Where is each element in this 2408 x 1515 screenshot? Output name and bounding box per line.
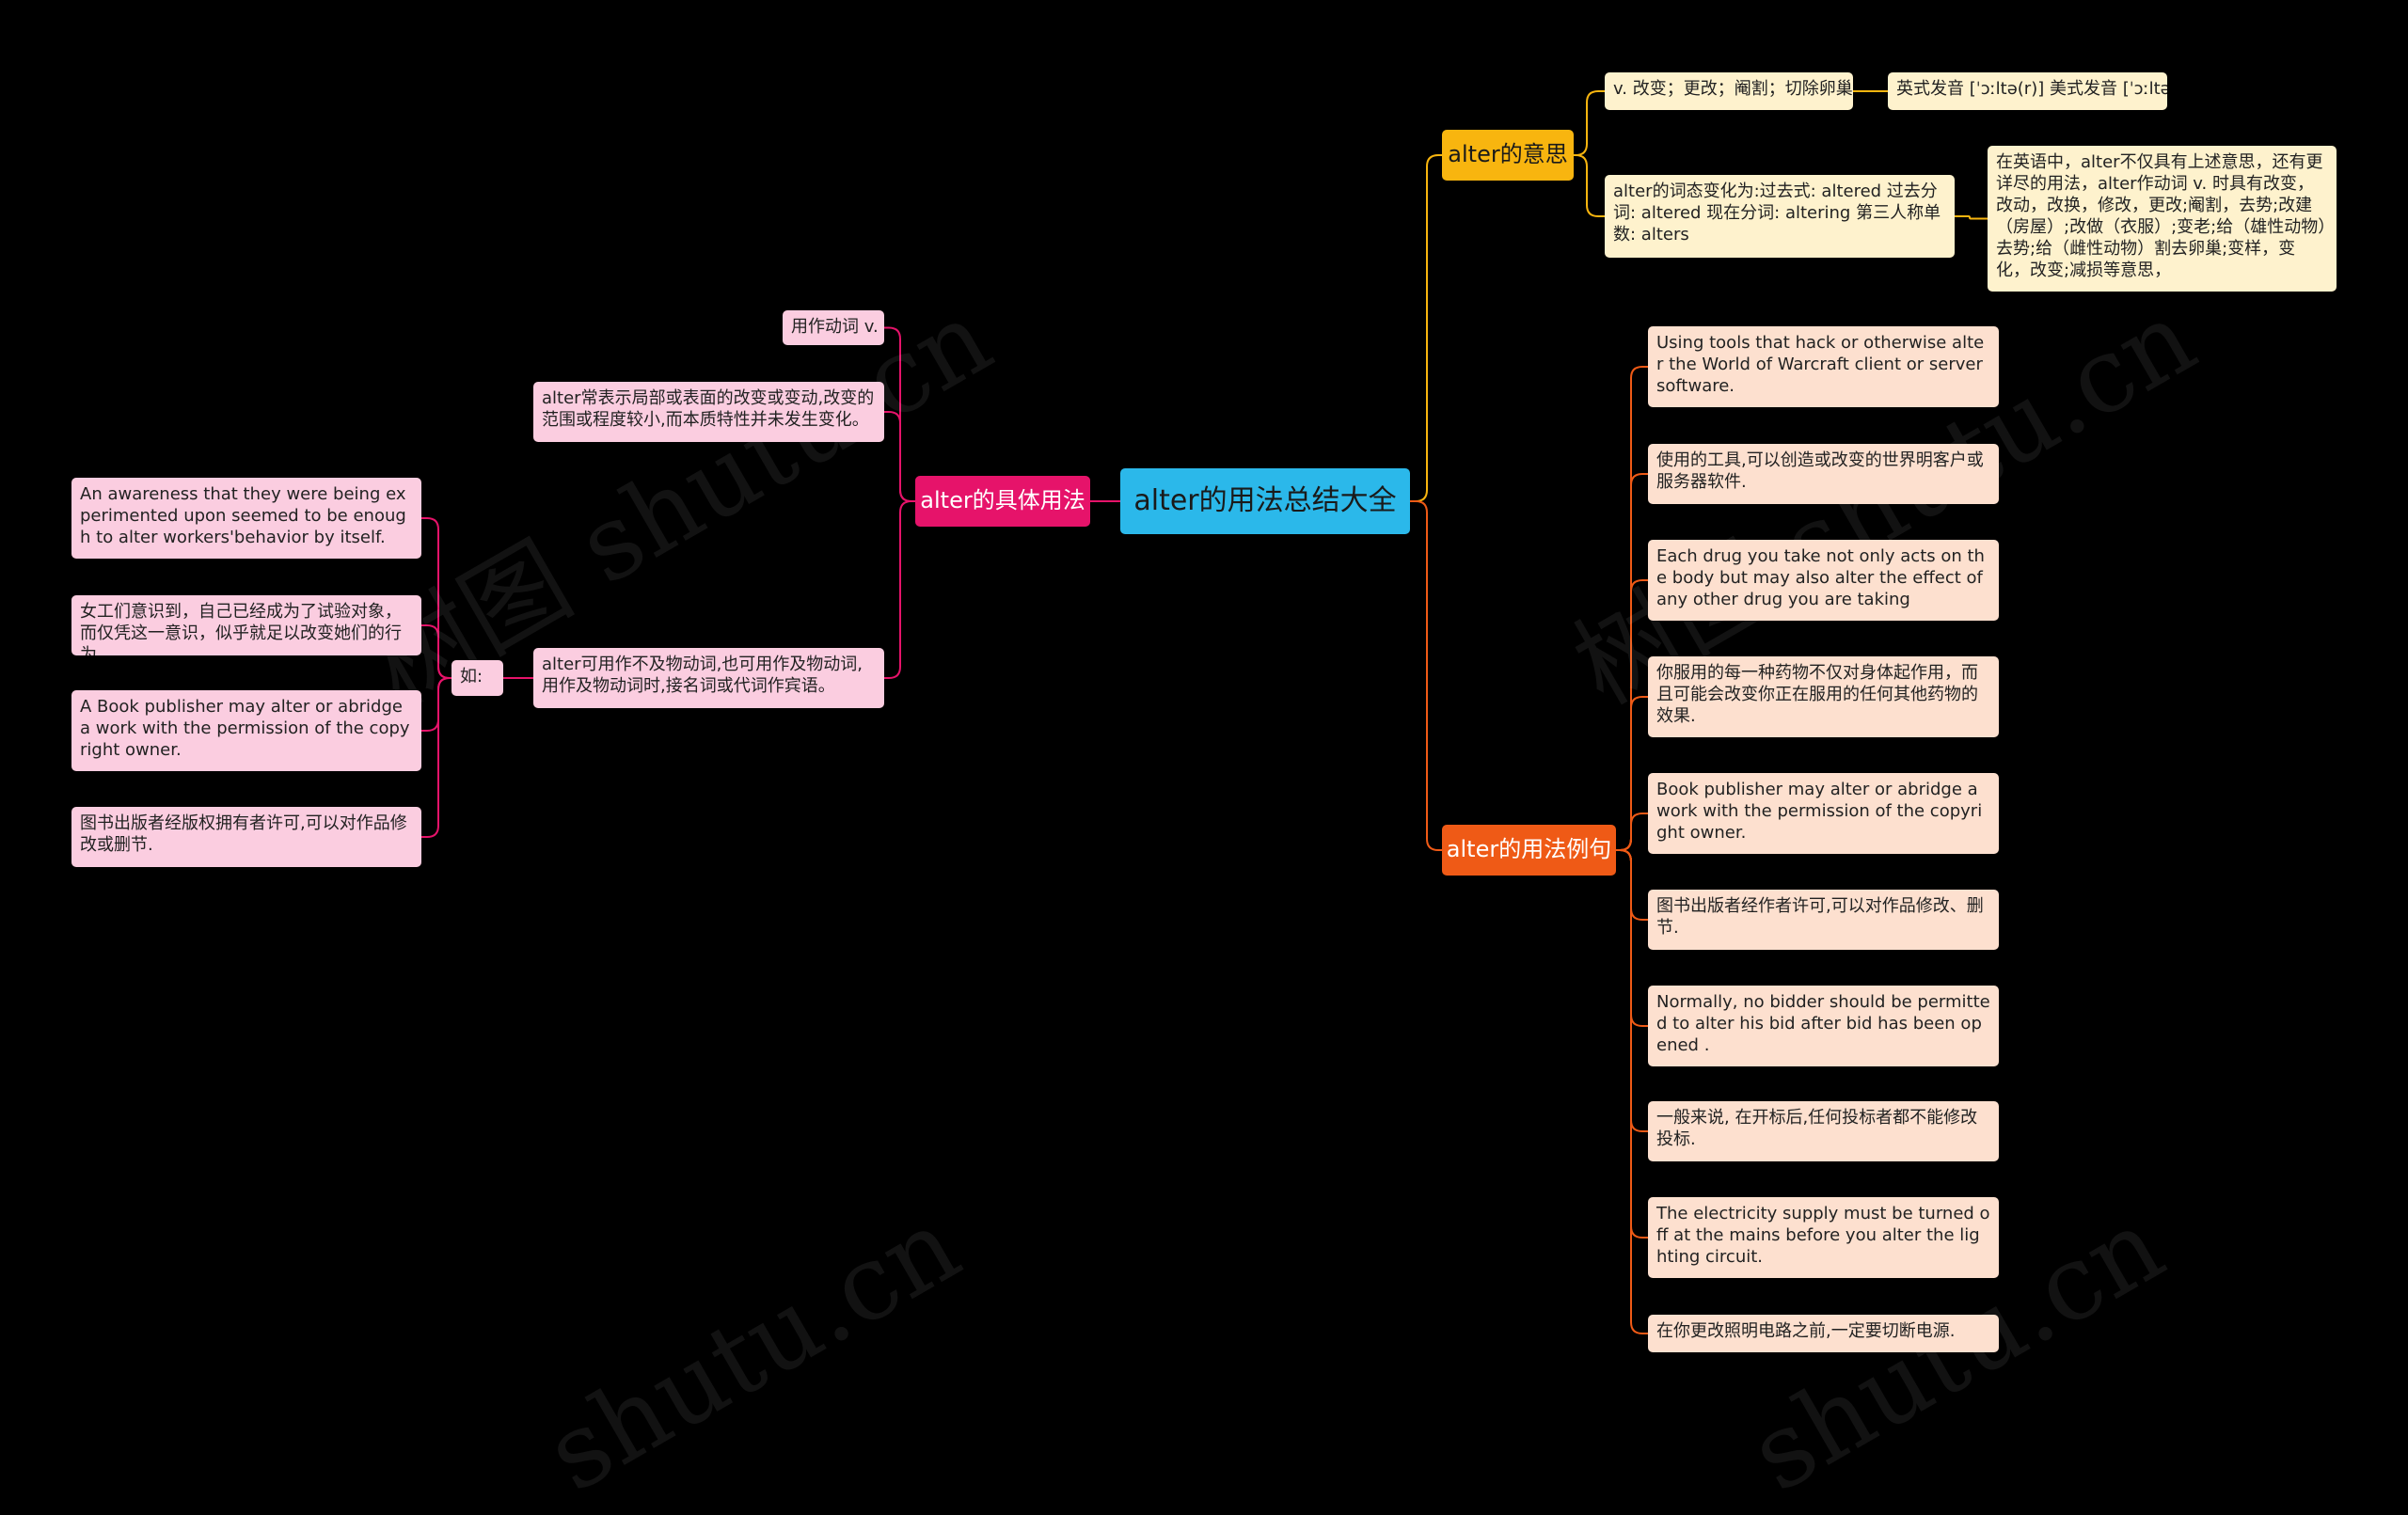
example-node[interactable]: 女工们意识到，自己已经成为了试验对象，而仅凭这一意识，似乎就足以改变她们的行为。 <box>71 595 421 655</box>
branch-example-sentences[interactable]: alter的用法例句 <box>1442 825 1616 876</box>
example-node[interactable]: A Book publisher may alter or abridge a … <box>71 690 421 771</box>
connector-line <box>1410 500 1442 851</box>
example-sentence-node[interactable]: Each drug you take not only acts on the … <box>1648 540 1999 621</box>
example-sentence-node[interactable]: Using tools that hack or otherwise alter… <box>1648 326 1999 407</box>
meaning-detail-node[interactable]: 在英语中，alter不仅具有上述意思，还有更详尽的用法，alter作动词 v. … <box>1988 146 2337 292</box>
center-topic[interactable]: alter的用法总结大全 <box>1120 468 1410 534</box>
example-sentence-node[interactable]: Normally, no bidder should be permitted … <box>1648 986 1999 1066</box>
example-sentence-node[interactable]: 使用的工具,可以创造或改变的世界明客户或服务器软件. <box>1648 444 1999 504</box>
connector-line <box>884 411 915 502</box>
example-sentence-node[interactable]: Book publisher may alter or abridge a wo… <box>1648 773 1999 854</box>
example-sentence-node[interactable]: The electricity supply must be turned of… <box>1648 1197 1999 1278</box>
connector-line <box>884 500 915 679</box>
connector-line <box>421 677 452 838</box>
usage-meaning-node[interactable]: alter常表示局部或表面的改变或变动,改变的范围或程度较小,而本质特性并未发生… <box>533 382 884 442</box>
definition-node[interactable]: v. 改变；更改；阉割；切除卵巢 <box>1605 72 1853 110</box>
example-sentence-node[interactable]: 图书出版者经作者许可,可以对作品修改、删节. <box>1648 890 1999 950</box>
mind-map: 树图 shutu.cn 树图 shutu.cn shutu.cn shutu.c… <box>71 72 2337 1515</box>
example-sentence-node[interactable]: 在你更改照明电路之前,一定要切断电源. <box>1648 1315 1999 1352</box>
connector-line <box>1616 849 1648 1334</box>
connector-line <box>1574 90 1605 156</box>
connector-line <box>421 624 452 679</box>
word-forms-node[interactable]: alter的词态变化为:过去式: altered 过去分词: altered 现… <box>1605 175 1955 258</box>
example-sentence-node[interactable]: 你服用的每一种药物不仅对身体起作用，而且可能会改变你正在服用的任何其他药物的效果… <box>1648 656 1999 737</box>
branch-specific-usage[interactable]: alter的具体用法 <box>915 476 1090 527</box>
example-hub-node[interactable]: 如: <box>452 660 503 696</box>
pronunciation-node[interactable]: 英式发音 [ˈɔːltə(r)] 美式发音 [ˈɔːltər] <box>1888 72 2167 110</box>
connector-line <box>1410 154 1442 502</box>
example-node[interactable]: An awareness that they were being experi… <box>71 478 421 559</box>
usage-transitive-node[interactable]: alter可用作不及物动词,也可用作及物动词,用作及物动词时,接名词或代词作宾语… <box>533 648 884 708</box>
connector-line <box>1616 813 1648 851</box>
usage-verb-node[interactable]: 用作动词 v. <box>783 310 884 345</box>
connector-line <box>1574 154 1605 217</box>
connector-line <box>1955 215 1988 220</box>
example-node[interactable]: 图书出版者经版权拥有者许可,可以对作品修改或删节. <box>71 807 421 867</box>
branch-meaning[interactable]: alter的意思 <box>1442 130 1574 181</box>
example-sentence-node[interactable]: 一般来说, 在开标后,任何投标者都不能修改投标. <box>1648 1101 1999 1161</box>
connector-lines <box>421 90 1988 1334</box>
